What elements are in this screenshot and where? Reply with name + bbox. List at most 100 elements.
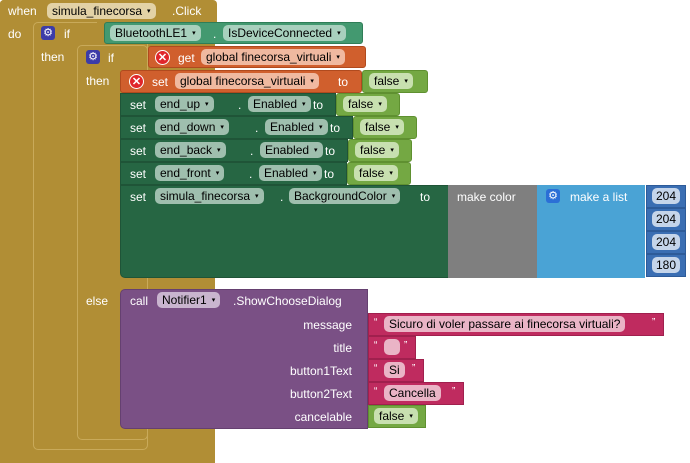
boolean-value: false — [379, 409, 405, 423]
set-label: set — [152, 75, 169, 89]
boolean-dropdown[interactable]: false▾ — [354, 165, 398, 181]
component-name: end_down — [160, 120, 216, 134]
text-value[interactable]: Si — [384, 362, 405, 378]
enabled-component-dropdown[interactable]: end_down▾ — [155, 119, 229, 135]
dropdown-arrow-icon: ▾ — [192, 30, 196, 37]
outer-if-gear-icon[interactable]: ⚙ — [41, 26, 55, 40]
quote-open-icon: “ — [374, 386, 378, 397]
quote-close-icon: ” — [404, 340, 408, 351]
dropdown-arrow-icon: ▾ — [395, 124, 399, 131]
set-label: set — [130, 190, 147, 204]
dropdown-arrow-icon: ▾ — [336, 54, 340, 61]
to-label: to — [338, 75, 349, 89]
quote-open-icon: “ — [374, 340, 378, 351]
set-variable-dropdown[interactable]: global finecorsa_virtuali▾ — [175, 73, 319, 89]
dropdown-arrow-icon: ▾ — [217, 147, 221, 154]
dot-separator: . — [255, 121, 259, 135]
property-name: BackgroundColor — [294, 189, 387, 203]
enabled-property-dropdown[interactable]: Enabled ▾ — [248, 96, 311, 112]
text-value[interactable]: Sicuro di voler passare ai finecorsa vir… — [384, 316, 626, 332]
event-component-name: simula_finecorsa — [52, 4, 143, 18]
make-list-label: make a list — [570, 190, 628, 204]
enabled-component-dropdown[interactable]: end_up▾ — [155, 96, 214, 112]
dropdown-arrow-icon: ▾ — [319, 124, 323, 131]
error-icon[interactable]: ✕ — [155, 50, 170, 65]
make-color-label: make color — [457, 190, 516, 204]
enabled-component-dropdown[interactable]: end_front▾ — [155, 165, 225, 181]
enabled-property-dropdown[interactable]: Enabled▾ — [259, 165, 322, 181]
event-component-dropdown[interactable]: simula_finecorsa ▾ — [47, 3, 156, 19]
notifier-component-dropdown[interactable]: Notifier1▾ — [157, 292, 221, 308]
make-list-gear-icon[interactable]: ⚙ — [546, 189, 560, 203]
event-bottom-bar — [0, 452, 215, 463]
make-color-block[interactable] — [448, 185, 538, 278]
inner-if-label: if — [108, 51, 114, 65]
enabled-property-dropdown[interactable]: Enabled▾ — [260, 142, 323, 158]
set-label: set — [130, 144, 147, 158]
inner-then-label: then — [86, 74, 110, 88]
number-value[interactable]: 180 — [652, 257, 681, 273]
color-component-dropdown[interactable]: simula_finecorsa▾ — [155, 188, 264, 204]
text-value[interactable] — [384, 339, 400, 355]
set-label: set — [130, 98, 147, 112]
boolean-value: false — [360, 143, 386, 157]
else-label: else — [86, 294, 109, 308]
dropdown-arrow-icon: ▾ — [147, 8, 151, 15]
dot-separator: . — [250, 144, 254, 158]
property-name: Enabled — [253, 97, 298, 111]
call-show-choose-dialog-block[interactable] — [120, 289, 368, 429]
boolean-value: false — [359, 166, 385, 180]
boolean-dropdown[interactable]: false ▾ — [369, 73, 413, 89]
dropdown-arrow-icon: ▾ — [404, 78, 408, 85]
dropdown-arrow-icon: ▾ — [337, 30, 341, 37]
dropdown-arrow-icon: ▾ — [378, 101, 382, 108]
text-value[interactable]: Cancella — [384, 385, 441, 401]
color-property-dropdown[interactable]: BackgroundColor ▾ — [289, 188, 401, 204]
arg-label-message: message — [303, 318, 352, 332]
property-name: IsDeviceConnected — [228, 26, 333, 40]
boolean-value: false — [348, 97, 374, 111]
dropdown-arrow-icon: ▾ — [310, 78, 314, 85]
boolean-dropdown[interactable]: false▾ — [360, 119, 404, 135]
quote-close-icon: ” — [412, 363, 416, 374]
to-label: to — [324, 167, 335, 181]
boolean-dropdown[interactable]: false ▾ — [343, 96, 387, 112]
arg-label-button1Text: button1Text — [289, 364, 352, 378]
dropdown-arrow-icon: ▾ — [391, 193, 396, 200]
boolean-dropdown[interactable]: false ▾ — [355, 142, 399, 158]
component-name: end_front — [160, 166, 211, 180]
dot-separator: . — [249, 167, 253, 181]
set-label: set — [130, 121, 147, 135]
inner-if-gear-icon[interactable]: ⚙ — [86, 50, 100, 64]
number-value[interactable]: 204 — [652, 211, 681, 227]
dropdown-arrow-icon: ▾ — [409, 413, 413, 420]
quote-close-icon: ” — [452, 386, 456, 397]
error-icon[interactable]: ✕ — [129, 74, 144, 89]
dropdown-arrow-icon: ▾ — [255, 193, 259, 200]
dropdown-arrow-icon: ▾ — [314, 147, 318, 154]
event-name: .Click — [172, 4, 202, 18]
to-label: to — [325, 144, 336, 158]
dropdown-arrow-icon: ▾ — [302, 101, 306, 108]
arg-label-title: title — [333, 341, 352, 355]
property-name: Enabled — [264, 166, 309, 180]
dot-separator: . — [238, 98, 242, 112]
number-value[interactable]: 204 — [652, 234, 681, 250]
enabled-component-dropdown[interactable]: end_back▾ — [155, 142, 226, 158]
number-value[interactable]: 204 — [652, 188, 681, 204]
call-label: call — [130, 294, 149, 308]
component-name: Notifier1 — [162, 293, 207, 307]
enabled-property-dropdown[interactable]: Enabled▾ — [265, 119, 328, 135]
variable-name: global finecorsa_virtuali — [206, 50, 332, 64]
outer-if-label: if — [64, 27, 70, 41]
method-name: .ShowChooseDialog — [233, 294, 342, 308]
dropdown-arrow-icon: ▾ — [390, 147, 394, 154]
to-label: to — [420, 190, 431, 204]
get-label: get — [178, 51, 195, 65]
get-variable-dropdown[interactable]: global finecorsa_virtuali ▾ — [201, 49, 345, 65]
boolean-dropdown[interactable]: false ▾ — [374, 408, 418, 424]
bluetooth-component-dropdown[interactable]: BluetoothLE1 ▾ — [110, 25, 201, 41]
property-dropdown-is-device-connected[interactable]: IsDeviceConnected ▾ — [223, 25, 346, 41]
boolean-value: false — [374, 74, 400, 88]
bluetooth-component-name: BluetoothLE1 — [115, 26, 188, 40]
